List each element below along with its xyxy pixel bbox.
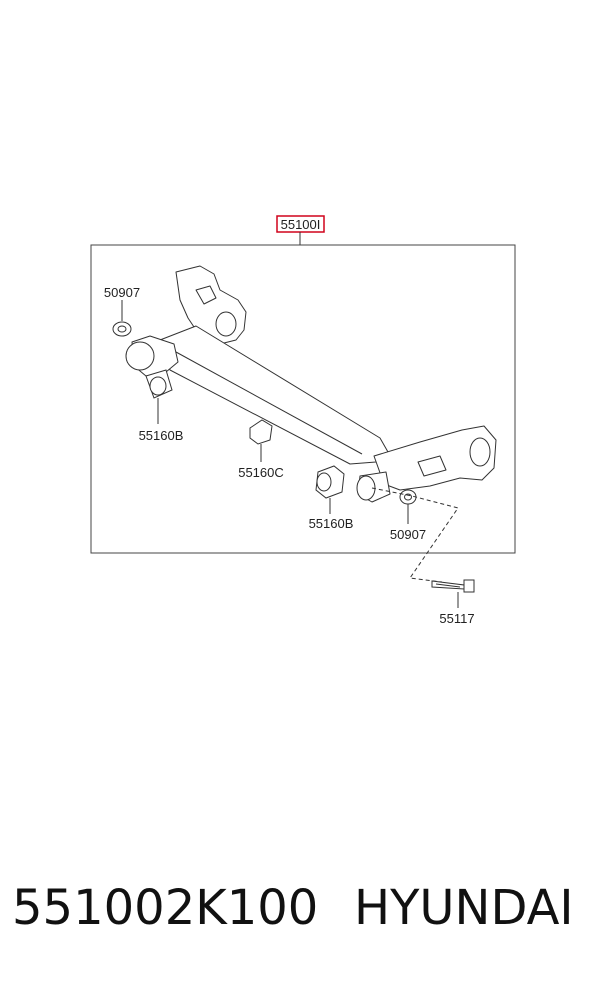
- label-bushing-right[interactable]: 55160B: [309, 516, 354, 531]
- caption-brand: HYUNDAI: [354, 880, 574, 936]
- label-bolt[interactable]: 55117: [439, 611, 474, 626]
- caption-part-number: 551002K100: [12, 880, 319, 936]
- label-stopper[interactable]: 55160C: [238, 465, 284, 480]
- washer-right-part[interactable]: [399, 489, 417, 505]
- assembly-dashed-path: [371, 487, 459, 583]
- label-washer-left[interactable]: 50907: [104, 285, 140, 300]
- label-bushing-left[interactable]: 55160B: [139, 428, 184, 443]
- washer-left-part[interactable]: [112, 321, 132, 337]
- assembly-label[interactable]: 55100I: [281, 217, 321, 232]
- torsion-beam-axle[interactable]: [125, 265, 497, 503]
- label-washer-right[interactable]: 50907: [390, 527, 426, 542]
- assembly-frame: [90, 244, 516, 554]
- bushing-left-part[interactable]: [145, 369, 173, 399]
- stopper-part[interactable]: [249, 419, 273, 445]
- bushing-right-part[interactable]: [315, 465, 345, 499]
- bolt-part[interactable]: [431, 579, 475, 593]
